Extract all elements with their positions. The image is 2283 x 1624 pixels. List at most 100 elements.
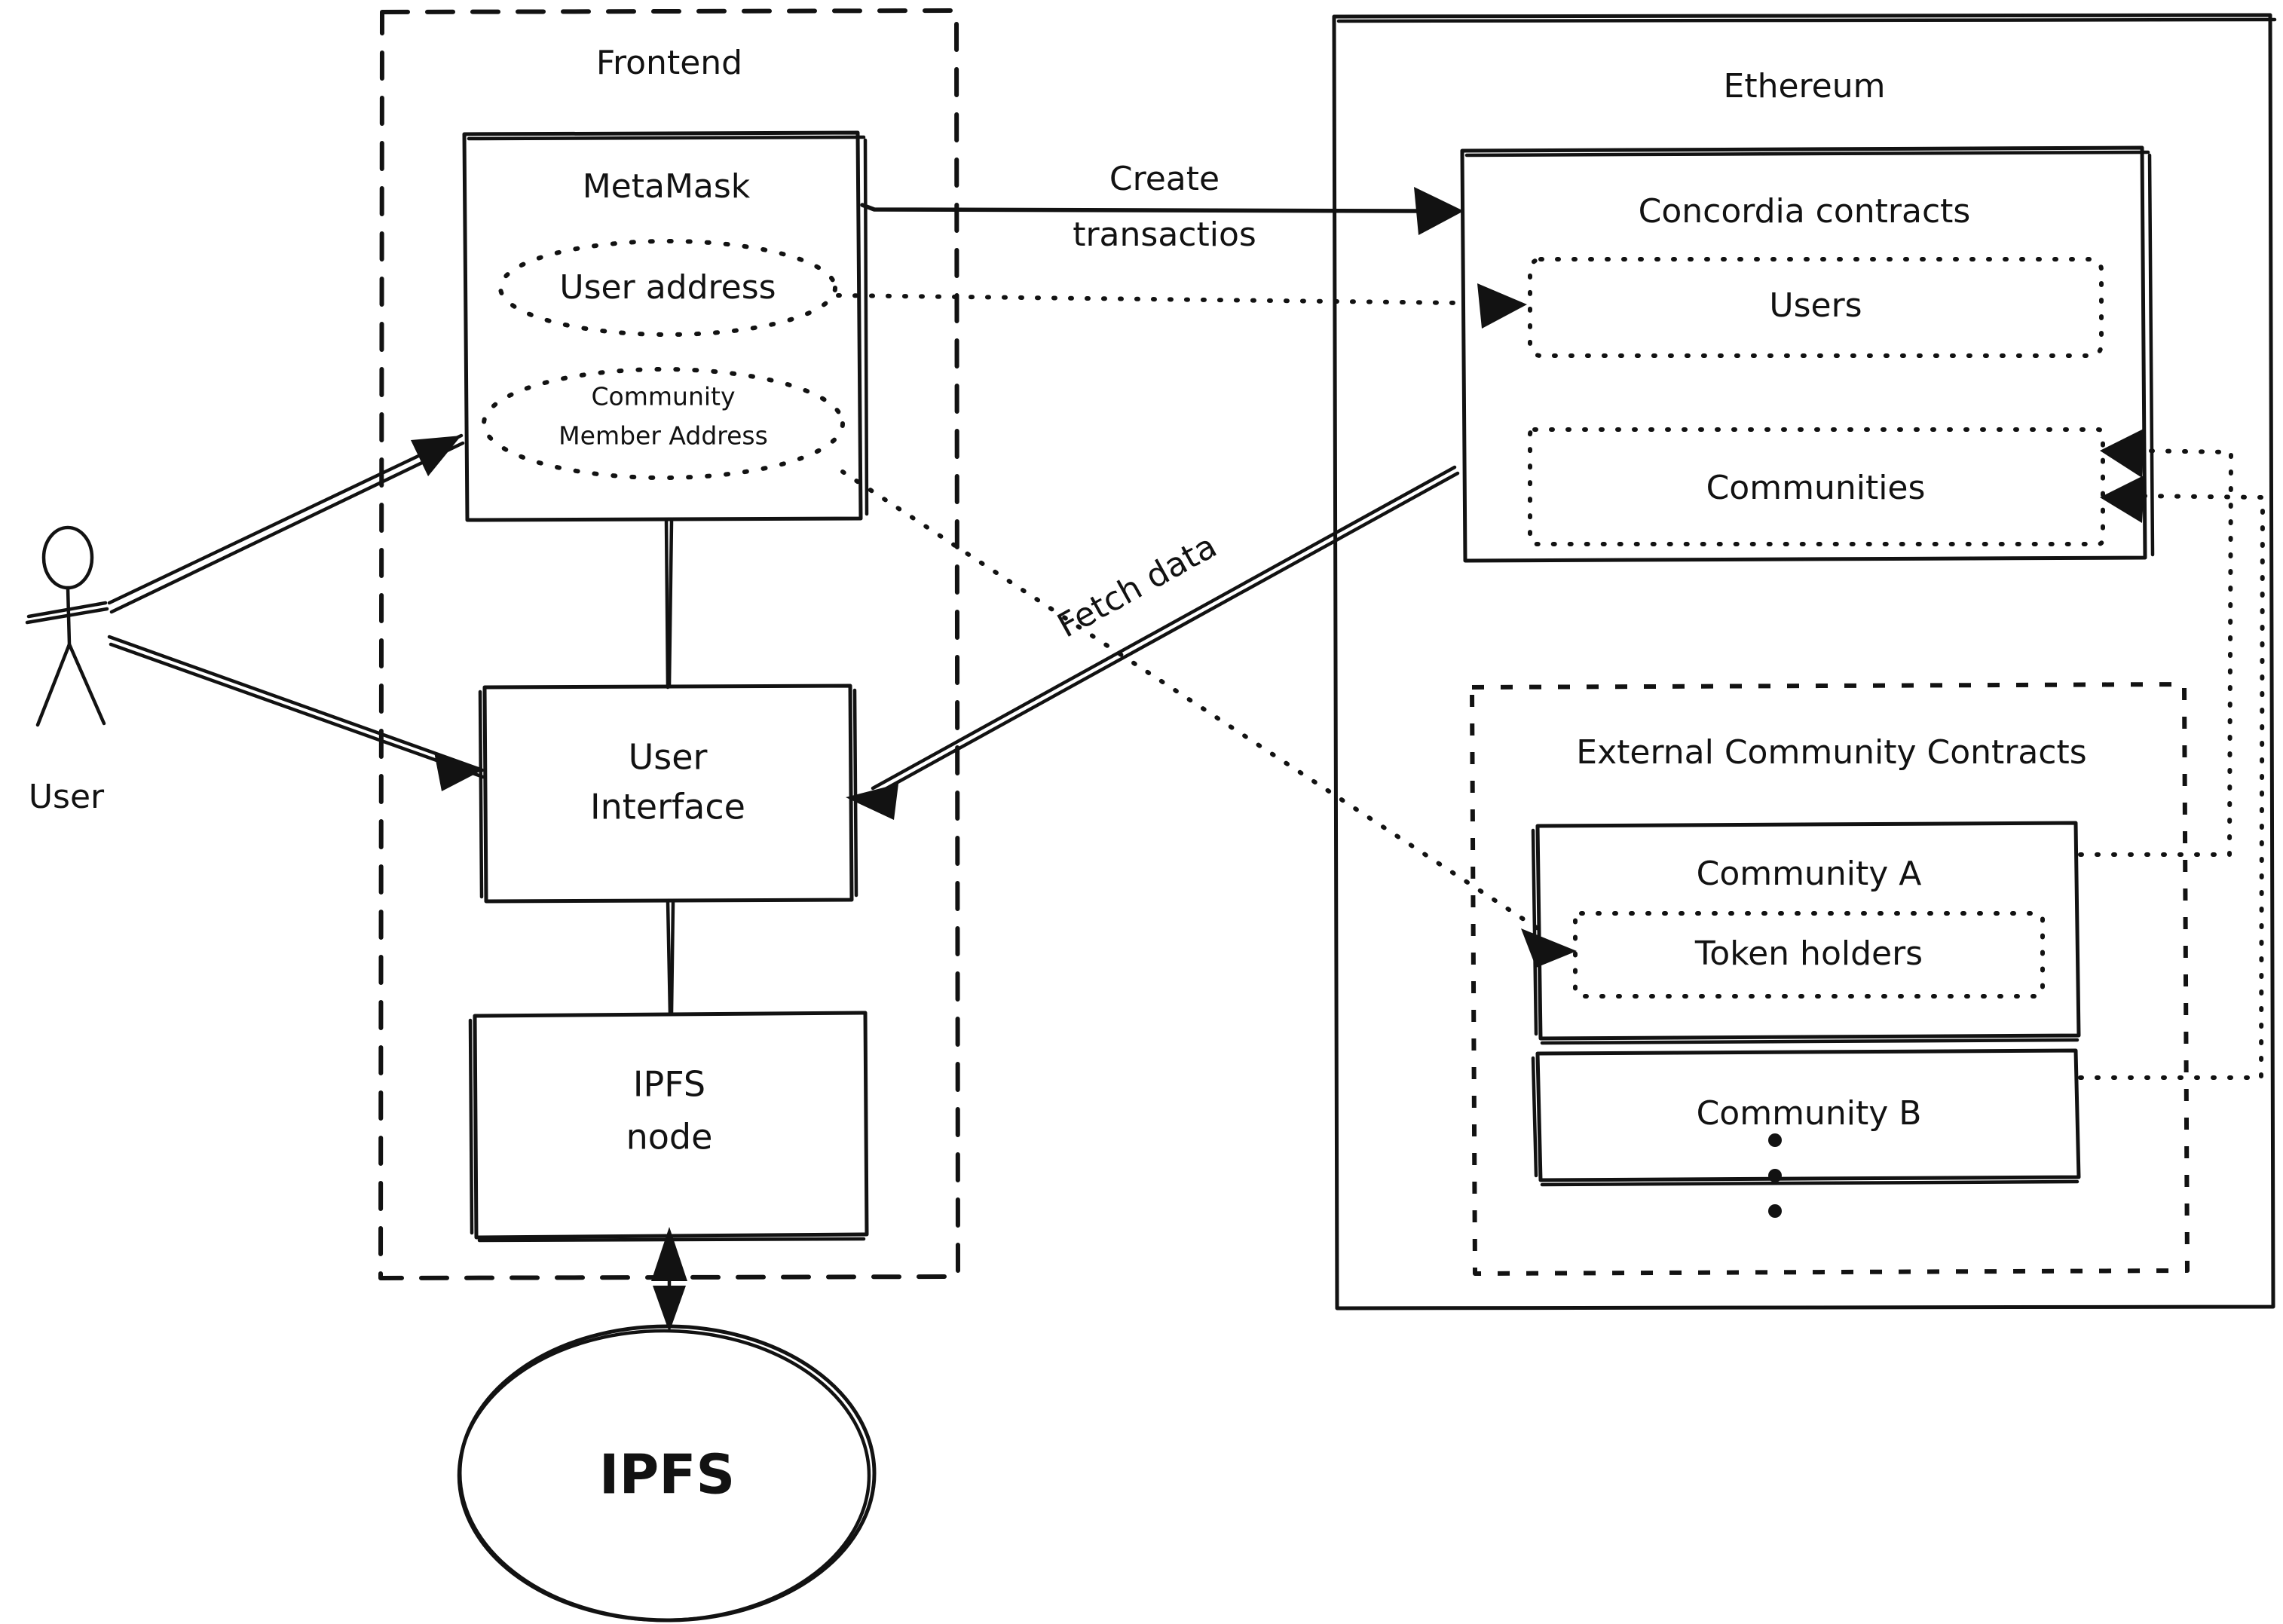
edge-user-metamask-line2: [109, 441, 465, 614]
edge-metamask-ui-line2: [667, 519, 674, 688]
community-member-address-label-line1: Community: [592, 382, 736, 411]
edge-ui-ipfsnode-line2: [669, 901, 675, 1015]
communities-label: Communities: [1706, 469, 1926, 507]
token-holders-box: [1573, 911, 2045, 999]
edge-create-transactions-line: [860, 203, 1425, 213]
edge-user-metamask-arrowhead: [411, 436, 461, 476]
edge-fetch-data-arrowhead: [846, 784, 898, 820]
metamask-label: MetaMask: [583, 167, 751, 206]
edge-user-metamask-line: [107, 433, 464, 605]
community-b-box: [1535, 1048, 2081, 1182]
external-community-contracts-label: External Community Contracts: [1576, 733, 2086, 772]
edge-create-transactions-label-line2: transactios: [1073, 216, 1256, 254]
edge-user-address-to-users: [836, 283, 1527, 329]
edge-community-b-communities-arrowhead: [2100, 475, 2145, 523]
community-b-box-sketch: [1531, 1056, 2079, 1187]
edge-user-ui-arrowhead: [434, 752, 482, 791]
edge-user-ui-line2: [109, 642, 485, 779]
ethereum-boundary: [1332, 13, 2275, 1311]
edge-community-a-to-communities: [2078, 428, 2233, 857]
more-communities-ellipsis-icon: [1768, 1133, 1782, 1218]
group-external-community-contracts: External Community Contracts: [1470, 682, 2190, 1276]
community-member-address-label-line2: Member Address: [559, 421, 768, 451]
node-community-b[interactable]: Community B: [1531, 1048, 2081, 1187]
node-user-interface[interactable]: User Interface: [478, 684, 858, 904]
edge-fetch-data-line2: [874, 471, 1460, 797]
edge-community-b-to-communities: [2078, 475, 2265, 1080]
user-address-ellipse: [498, 239, 837, 337]
node-community-member-address[interactable]: Community Member Address: [482, 367, 845, 480]
node-user-actor[interactable]: User: [25, 525, 109, 816]
edge-community-member-address-to-token-holders: [840, 469, 1577, 968]
edge-ipfsnode-ipfs-arrowhead-down: [653, 1286, 686, 1332]
concordia-contracts-box: [1460, 145, 2147, 563]
group-ethereum: Ethereum: [1332, 13, 2277, 1311]
user-label: User: [29, 778, 105, 816]
user-address-label: User address: [559, 268, 776, 307]
edge-ui-ipfsnode-line: [666, 899, 672, 1017]
frontend-boundary: [378, 8, 960, 1280]
node-community-a[interactable]: Community A: [1531, 821, 2081, 1045]
ipfs-ellipse-sketch: [457, 1329, 871, 1622]
edge-user-to-metamask: [107, 433, 465, 614]
community-member-address-ellipse: [482, 367, 845, 480]
edge-create-transactions-arrowhead: [1414, 187, 1464, 235]
edge-community-b-communities-line: [2078, 494, 2265, 1080]
metamask-box: [462, 130, 863, 522]
ethereum-boundary-sketch: [1336, 17, 2277, 23]
user-interface-label-line2: Interface: [590, 787, 745, 827]
group-concordia-contracts: Concordia contracts: [1460, 145, 2155, 563]
user-legs-icon: [35, 642, 106, 727]
node-ipfs[interactable]: IPFS: [457, 1324, 877, 1622]
user-head-icon: [41, 525, 94, 590]
ipfs-node-box: [473, 1011, 869, 1240]
edge-ipfsnode-ipfs-arrowhead-up: [651, 1227, 687, 1281]
edge-user-interface-to-ipfs-node: [666, 899, 675, 1017]
edge-user-address-users-arrowhead: [1477, 283, 1527, 329]
user-interface-box-sketch: [478, 688, 858, 899]
edge-cma-tokenholders-arrowhead: [1521, 928, 1577, 968]
node-users[interactable]: Users: [1528, 257, 2104, 358]
community-a-box-sketch: [1531, 828, 2079, 1045]
edge-fetch-data-label: Fetch data: [1051, 527, 1223, 645]
node-ipfs-node[interactable]: IPFS node: [468, 1011, 869, 1243]
edge-ipfs-node-to-ipfs: [651, 1227, 687, 1332]
edge-user-address-users-line: [836, 293, 1464, 305]
community-a-box: [1535, 821, 2081, 1041]
edge-user-to-user-interface: [107, 635, 485, 791]
node-user-address[interactable]: User address: [498, 239, 837, 337]
edge-community-a-communities-line: [2078, 448, 2233, 857]
metamask-box-sketch: [467, 135, 869, 516]
edge-fetch-data-line: [871, 465, 1457, 791]
edge-create-transactions: Create transactios: [860, 160, 1464, 254]
node-communities[interactable]: Communities: [1528, 427, 2105, 546]
node-token-holders[interactable]: Token holders: [1573, 911, 2045, 999]
ethereum-label: Ethereum: [1724, 67, 1886, 106]
users-label: Users: [1769, 286, 1862, 325]
users-box: [1528, 257, 2104, 358]
concordia-contracts-label: Concordia contracts: [1639, 192, 1971, 231]
user-interface-label-line1: User: [629, 737, 708, 778]
user-interface-box: [482, 684, 854, 904]
ipfs-node-label-line1: IPFS: [633, 1064, 705, 1105]
community-b-label: Community B: [1697, 1094, 1922, 1133]
ipfs-node-label-line2: node: [626, 1117, 713, 1158]
token-holders-label: Token holders: [1694, 934, 1923, 973]
communities-box: [1528, 427, 2105, 546]
edge-create-transactions-label-line1: Create: [1109, 160, 1220, 198]
community-a-label: Community A: [1697, 855, 1922, 893]
external-community-contracts-boundary: [1470, 682, 2190, 1276]
frontend-label: Frontend: [596, 44, 742, 82]
node-metamask[interactable]: MetaMask: [462, 130, 869, 522]
edge-user-ui-line: [107, 635, 485, 772]
group-frontend: Frontend: [378, 8, 960, 1280]
concordia-contracts-box-sketch: [1464, 150, 2155, 557]
edge-fetch-data: Fetch data: [846, 465, 1460, 820]
edge-metamask-ui-line: [664, 518, 670, 690]
edge-community-a-communities-arrowhead: [2100, 428, 2145, 478]
edge-metamask-to-user-interface: [664, 518, 674, 690]
edge-cma-tokenholders-line: [840, 469, 1540, 931]
ipfs-label: IPFS: [599, 1443, 736, 1506]
